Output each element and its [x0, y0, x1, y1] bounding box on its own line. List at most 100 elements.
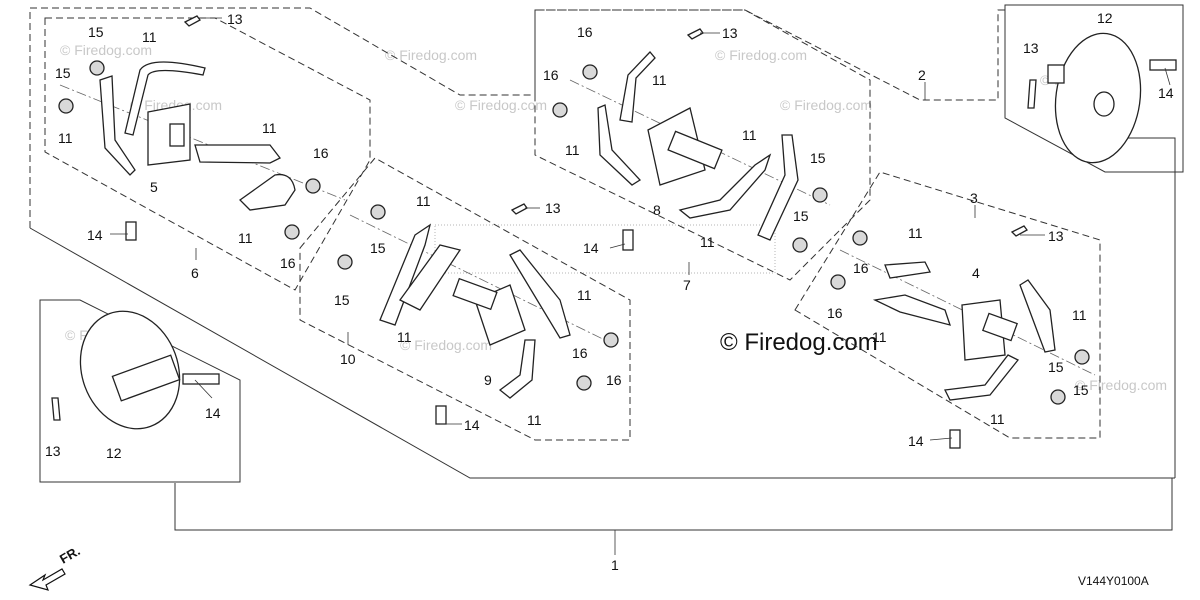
- flange-bolt: [582, 64, 598, 80]
- box-3: [794, 171, 1101, 439]
- callout-16: 16: [280, 255, 296, 271]
- callout-16: 16: [543, 67, 559, 83]
- callout-10: 10: [340, 351, 356, 367]
- callout-11: 11: [742, 127, 757, 143]
- assembly-bracket: [174, 478, 1173, 531]
- callout-11: 11: [142, 29, 157, 45]
- disc-boss: [111, 354, 181, 402]
- callout-13: 13: [227, 11, 243, 27]
- disc-hub-hole: [1093, 91, 1115, 117]
- callout-11: 11: [565, 142, 580, 158]
- callout-1: 1: [611, 557, 619, 573]
- callout-3: 3: [970, 190, 978, 206]
- tine-blade: [399, 244, 462, 311]
- callout-15: 15: [55, 65, 71, 81]
- callout-13: 13: [545, 200, 561, 216]
- shaft-hub: [981, 312, 1019, 342]
- flange-bolt: [305, 178, 321, 194]
- tine-blade: [757, 134, 799, 241]
- flange-nut: [58, 98, 74, 114]
- flange-nut: [337, 254, 353, 270]
- tine-blade: [238, 173, 296, 211]
- callout-13: 13: [1023, 40, 1039, 56]
- front-arrow-icon: [28, 568, 66, 591]
- disc-12-left: [51, 310, 220, 430]
- group-boundaries: [29, 4, 1184, 555]
- callout-11: 11: [652, 72, 667, 88]
- callout-7: 7: [683, 277, 691, 293]
- callout-11: 11: [397, 329, 412, 345]
- tine-blade: [379, 223, 432, 326]
- tine-blade: [1019, 279, 1056, 353]
- flange-nut: [792, 237, 808, 253]
- tine-blade: [872, 294, 951, 326]
- bolt: [182, 373, 220, 385]
- group-7-parts: [552, 28, 828, 253]
- callout-15: 15: [370, 240, 386, 256]
- callout-13: 13: [722, 25, 738, 41]
- callout-13: 13: [45, 443, 61, 459]
- group-6-parts: [58, 15, 321, 241]
- flange-nut: [812, 187, 828, 203]
- leader-lines: [110, 17, 1171, 441]
- front-direction-indicator: FR.: [28, 543, 83, 591]
- callout-12: 12: [106, 445, 122, 461]
- callout-labels: 15 11 13 15 11 5 11 16 14 6 11 16 11 13 …: [45, 10, 1174, 573]
- callout-14: 14: [205, 405, 221, 421]
- box-7: [534, 9, 871, 281]
- group-3-parts: [830, 225, 1090, 449]
- outer-boundary-bottom: [29, 227, 1175, 479]
- tine-blade: [99, 75, 136, 176]
- callout-2: 2: [918, 67, 926, 83]
- outer-boundary-right: [1103, 137, 1176, 478]
- watermark-text: © Firedog.com: [130, 97, 222, 113]
- callout-11: 11: [416, 193, 431, 209]
- disc-12-right: [1027, 32, 1177, 164]
- watermark-text: © Firedog.com: [720, 329, 878, 356]
- clip-pin: [1010, 225, 1028, 237]
- flange-bolt: [284, 224, 300, 240]
- flange-bolt: [830, 274, 846, 290]
- bolt: [125, 221, 137, 241]
- watermark-text: © Firedog.com: [400, 337, 492, 353]
- callout-15: 15: [88, 24, 104, 40]
- callout-12: 12: [1097, 10, 1113, 26]
- clip-pin: [183, 15, 201, 27]
- tine-blade: [498, 339, 536, 399]
- clip-pin: [686, 28, 704, 40]
- flange-plate: [147, 103, 191, 166]
- flange-bolt: [852, 230, 868, 246]
- dotted-logo-overlay: [434, 224, 776, 274]
- callout-15: 15: [793, 208, 809, 224]
- callout-11: 11: [238, 230, 253, 246]
- callout-16: 16: [853, 260, 869, 276]
- callout-11: 11: [58, 130, 73, 146]
- tine-blade: [884, 261, 931, 279]
- tine-blade: [944, 354, 1020, 401]
- callout-11: 11: [577, 287, 592, 303]
- tine-blade: [509, 249, 571, 339]
- clip-pin: [510, 203, 528, 215]
- disc-boss: [1047, 64, 1065, 84]
- callout-15: 15: [1048, 359, 1064, 375]
- tine-blade: [597, 104, 642, 186]
- callout-15: 15: [1073, 382, 1089, 398]
- tine-blade: [124, 61, 206, 136]
- shaft-hub: [667, 130, 723, 170]
- watermark-text: © Firedog.com: [455, 97, 547, 113]
- callout-16: 16: [606, 372, 622, 388]
- flange-bolt: [603, 332, 619, 348]
- callout-15: 15: [334, 292, 350, 308]
- bolt: [1149, 59, 1177, 71]
- callout-11: 11: [990, 411, 1005, 427]
- bolt: [949, 429, 961, 449]
- callout-11: 11: [908, 225, 923, 241]
- tine-blade: [194, 144, 281, 164]
- box-12-left: [39, 299, 241, 483]
- bolt: [622, 229, 634, 251]
- flange-nut: [89, 60, 105, 76]
- callout-16: 16: [313, 145, 329, 161]
- callout-16: 16: [577, 24, 593, 40]
- flange-bolt: [576, 375, 592, 391]
